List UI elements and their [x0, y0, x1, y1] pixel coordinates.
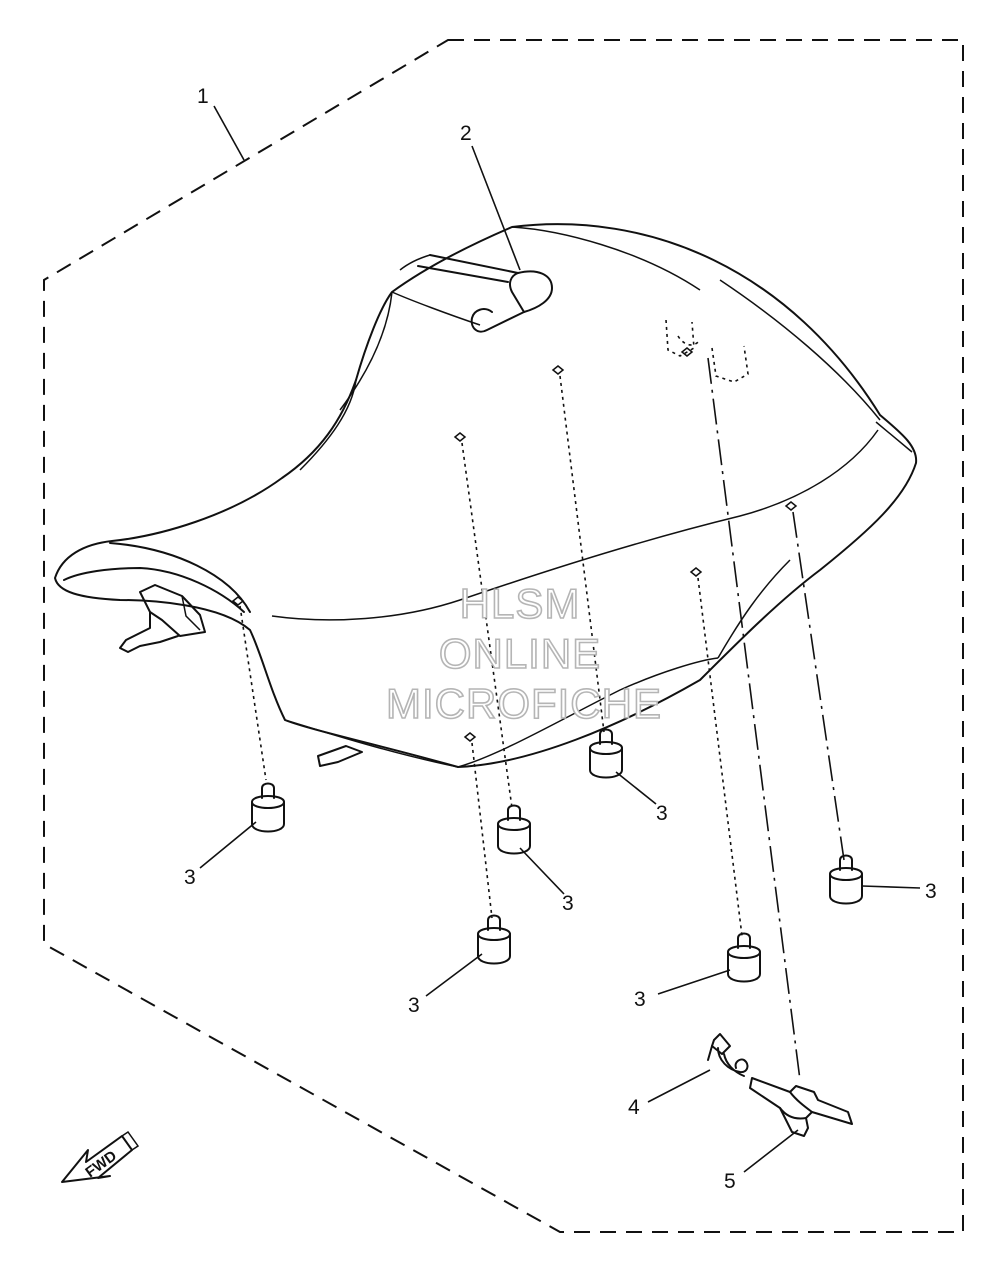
callout-3: 3 [184, 866, 196, 889]
watermark-line-3: MICROFICHE [386, 680, 662, 727]
assembly-boundary [43, 39, 964, 1233]
seat-rear-hook [317, 745, 363, 767]
alignment-lines [239, 357, 845, 1081]
callout-1: 1 [197, 85, 209, 108]
rubber-damper [727, 932, 761, 983]
callout-3: 3 [634, 988, 646, 1011]
seat-front-hook [119, 584, 206, 653]
fwd-arrow-icon: FWD [61, 1130, 140, 1183]
seat-body [54, 223, 918, 768]
callout-4: 4 [628, 1096, 640, 1119]
callout-3: 3 [562, 892, 574, 915]
rubber-damper [829, 854, 863, 905]
rubber-damper [251, 782, 285, 833]
rubber-damper [497, 804, 531, 855]
watermark: HLSM ONLINE MICROFICHE [385, 579, 662, 728]
rubber-damper [477, 914, 511, 965]
watermark-line-1: HLSM [460, 580, 581, 627]
mount-hole-markers [231, 347, 798, 742]
callout-3: 3 [408, 994, 420, 1017]
watermark-line-2: ONLINE [439, 630, 601, 677]
seat-lock-hook [749, 1077, 853, 1137]
callout-2: 2 [460, 122, 472, 145]
callout-3: 3 [656, 802, 668, 825]
callout-leaders [199, 105, 921, 1173]
callout-3: 3 [925, 880, 937, 903]
callout-5: 5 [724, 1170, 736, 1193]
seat-strap [391, 254, 553, 333]
seat-rear-tabs [665, 319, 749, 383]
rubber-damper [589, 728, 623, 779]
spring [707, 1033, 749, 1077]
